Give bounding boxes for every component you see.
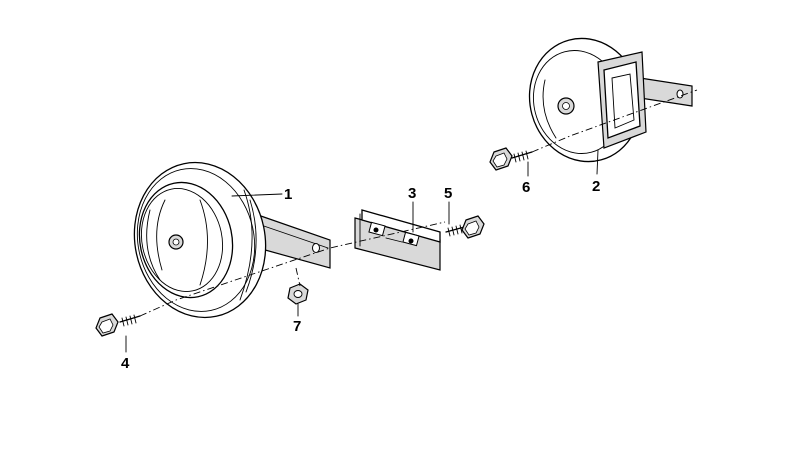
bracket-plate-3 bbox=[354, 209, 441, 271]
assembly-centerlines bbox=[139, 89, 698, 317]
callout-2: 2 bbox=[592, 178, 600, 195]
bolt-6 bbox=[489, 147, 533, 171]
leader-lines bbox=[125, 149, 599, 353]
callout-5: 5 bbox=[444, 185, 452, 202]
callout-1: 1 bbox=[284, 186, 292, 203]
callout-4: 4 bbox=[121, 355, 130, 372]
bolt-5 bbox=[445, 215, 485, 239]
horn-1-round bbox=[133, 161, 331, 319]
nut-7 bbox=[287, 283, 309, 305]
callout-3: 3 bbox=[408, 185, 416, 202]
bolt-4 bbox=[95, 313, 141, 337]
horn-2-snail bbox=[528, 37, 693, 163]
callout-6: 6 bbox=[522, 179, 530, 196]
callout-7: 7 bbox=[293, 318, 301, 335]
